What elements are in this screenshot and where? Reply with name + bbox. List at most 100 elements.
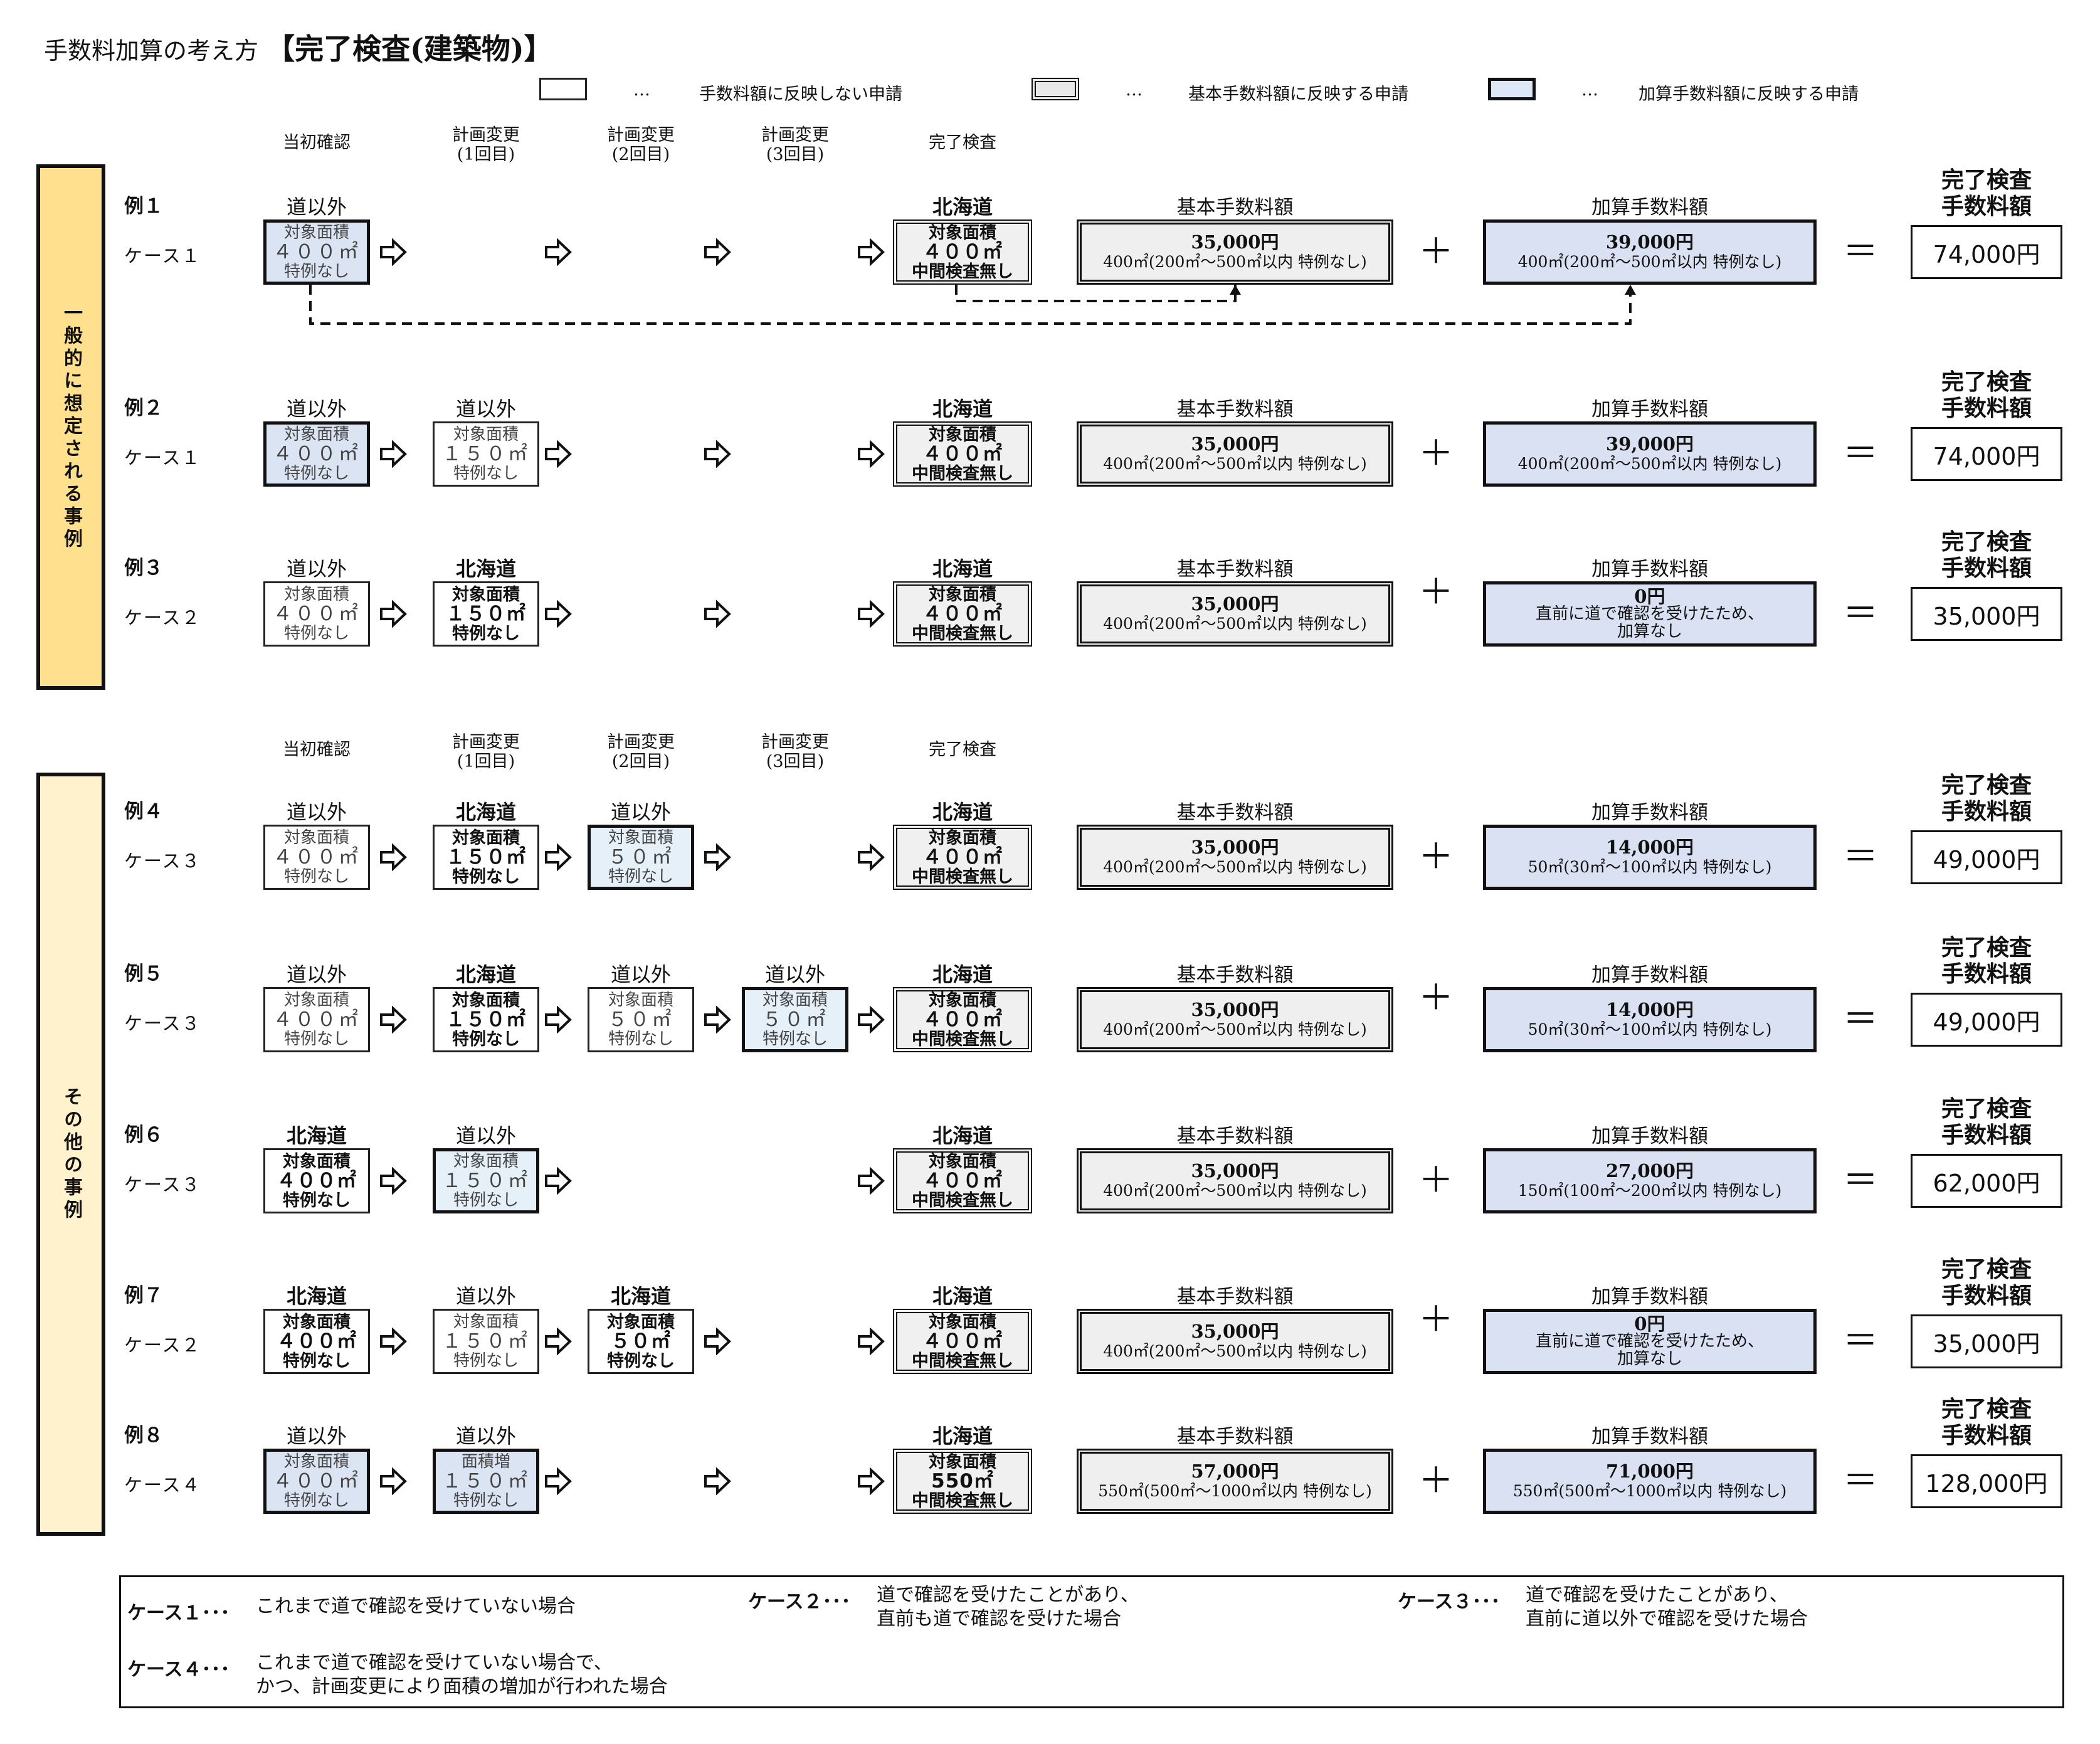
base-fee-amount: 35,000円 — [1191, 231, 1279, 253]
add-fee-amount: 39,000円 — [1606, 433, 1694, 455]
case-label: ケース３ — [124, 1174, 201, 1195]
right-arrow-icon — [858, 1327, 885, 1356]
application-line: ５０㎡ — [608, 845, 674, 869]
application-line: ４００㎡ — [922, 442, 1003, 465]
application-line: 中間検査無し — [912, 1491, 1013, 1511]
application-line: 特例なし — [283, 1029, 349, 1049]
legend-blue-swatch — [1488, 78, 1536, 100]
application-line: 特例なし — [283, 463, 349, 483]
legend-blue-text: 加算手数料額に反映する申請 — [1638, 85, 1859, 104]
right-arrow-icon — [858, 600, 885, 628]
base-fee-note: 400㎡(200㎡～500㎡以内 特例なし) — [1103, 1020, 1367, 1038]
right-arrow-icon — [858, 843, 885, 872]
application-line: 特例なし — [283, 1491, 349, 1510]
footnote-case2-name: ケース２･･･ — [748, 1591, 851, 1613]
application-line: 対象面積 — [929, 990, 996, 1010]
add-fee-amount: 39,000円 — [1606, 231, 1694, 253]
application-line: ４００㎡ — [273, 1469, 361, 1493]
application-line: 中間検査無し — [912, 867, 1013, 887]
application-line: 対象面積 — [283, 1312, 351, 1332]
add-fee-header: 加算手数料額 — [1591, 801, 1708, 824]
application-line: ４００㎡ — [922, 1329, 1003, 1353]
right-arrow-icon — [858, 1467, 885, 1496]
application-line: ４００㎡ — [922, 1169, 1003, 1192]
plus-sign: ＋ — [1418, 1461, 1454, 1501]
equals-sign: ＝ — [1843, 837, 1878, 877]
application-line: 特例なし — [608, 867, 673, 886]
total-fee-header: 完了検査 手数料額 — [1941, 1257, 2032, 1309]
total-fee-header: 完了検査 手数料額 — [1941, 167, 2032, 219]
right-arrow-icon — [544, 1327, 572, 1356]
right-arrow-icon — [704, 1005, 731, 1034]
base-fee-header: 基本手数料額 — [1176, 964, 1294, 986]
application-line: 対象面積 — [453, 425, 519, 444]
location-label: 北海道 — [455, 963, 517, 986]
right-arrow-icon — [544, 843, 572, 872]
total-fee-header: 完了検査 手数料額 — [1941, 369, 2032, 421]
right-arrow-icon — [704, 1467, 731, 1496]
application-line: 対象面積 — [283, 990, 349, 1010]
total-fee-box: 74,000円 — [1911, 427, 2062, 481]
application-line: ４００㎡ — [922, 602, 1003, 625]
application-line: ４００㎡ — [277, 1169, 357, 1192]
total-fee-box: 74,000円 — [1911, 225, 2062, 279]
location-label: 北海道 — [932, 195, 993, 219]
equals-sign: ＝ — [1843, 231, 1878, 272]
location-label: 道以外 — [286, 195, 347, 219]
arrowhead-icon — [1230, 285, 1241, 295]
right-arrow-icon — [857, 1467, 885, 1496]
application-line: 対象面積 — [283, 584, 349, 604]
base-fee-note: 400㎡(200㎡～500㎡以内 特例なし) — [1103, 253, 1367, 271]
case-label: ケース２ — [124, 607, 201, 628]
application-line: 特例なし — [283, 623, 349, 643]
footnote-case3-name: ケース３･･･ — [1398, 1591, 1501, 1613]
footnote-case4-name: ケース４･･･ — [127, 1659, 230, 1681]
location-label: 北海道 — [932, 963, 993, 986]
case-label: ケース１ — [124, 245, 201, 267]
application-line: 対象面積 — [453, 1151, 519, 1171]
application-line: 対象面積 — [607, 1312, 675, 1332]
application-line: 特例なし — [452, 623, 520, 643]
total-fee-box: 49,000円 — [1911, 830, 2062, 884]
equals-sign: ＝ — [1843, 1461, 1878, 1501]
application-line: 中間検査無し — [912, 463, 1013, 484]
plus-sign: ＋ — [1418, 978, 1454, 1018]
right-arrow-icon — [704, 600, 731, 628]
column-header: 計画変更 (2回目) — [607, 125, 675, 164]
total-fee-header: 完了検査 手数料額 — [1941, 1397, 2032, 1449]
right-arrow-icon — [704, 600, 731, 628]
right-arrow-icon — [704, 440, 731, 468]
base-fee-header: 基本手数料額 — [1176, 801, 1294, 824]
section-label-other: その他の事例 — [36, 773, 105, 1536]
add-fee-header: 加算手数料額 — [1591, 558, 1708, 581]
right-arrow-icon — [545, 600, 572, 628]
application-line: 対象面積 — [608, 990, 673, 1010]
plus-sign: ＋ — [1418, 1299, 1454, 1340]
add-fee-amount: 71,000円 — [1606, 1461, 1694, 1482]
total-fee-header: 完了検査 手数料額 — [1941, 935, 2032, 987]
application-line: 対象面積 — [283, 1452, 349, 1471]
location-label: 北海道 — [932, 397, 993, 421]
base-fee-note: 400㎡(200㎡～500㎡以内 特例なし) — [1103, 1342, 1367, 1360]
add-fee-amount: 14,000円 — [1606, 837, 1694, 858]
application-line: 対象面積 — [608, 828, 673, 847]
application-line: ４００㎡ — [922, 845, 1003, 869]
add-fee-box: 0円直前に道で確認を受けたため、 加算なし — [1483, 581, 1817, 647]
application-line: ４００㎡ — [922, 240, 1003, 263]
right-arrow-icon — [704, 1327, 731, 1356]
title-main: 【完了検査(建築物)】 — [266, 32, 553, 66]
application-line: １５０㎡ — [446, 845, 526, 869]
application-line: １５０㎡ — [442, 1329, 530, 1353]
right-arrow-icon — [857, 600, 885, 628]
legend-gray-swatch — [1032, 78, 1079, 100]
